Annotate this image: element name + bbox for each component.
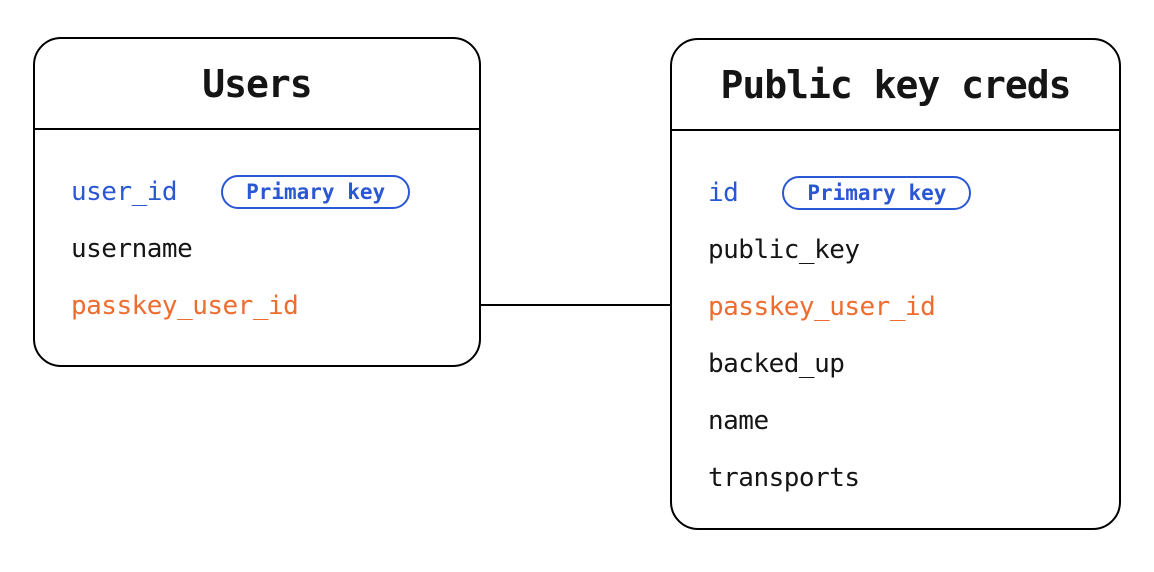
field-id: id Primary key (708, 164, 1119, 221)
field-transports: transports (708, 449, 1119, 506)
field-username: username (71, 220, 479, 277)
table-body: id Primary key public_key passkey_user_i… (672, 131, 1119, 506)
field-name: backed_up (708, 348, 845, 379)
field-name: name (708, 405, 769, 436)
table-header: Public key creds (672, 40, 1119, 131)
field-backed_up: backed_up (708, 335, 1119, 392)
primary-key-badge: Primary key (782, 175, 972, 210)
relationship-connector (479, 304, 673, 306)
field-name: id (708, 177, 739, 208)
primary-key-badge: Primary key (221, 174, 411, 209)
field-name: user_id (71, 176, 178, 207)
table-node-public-key-creds: Public key creds id Primary key public_k… (670, 38, 1121, 530)
field-name: passkey_user_id (71, 290, 299, 321)
table-header: Users (35, 39, 479, 130)
table-body: user_id Primary key username passkey_use… (35, 130, 479, 334)
field-passkey_user_id: passkey_user_id (71, 277, 479, 334)
field-name: public_key (708, 234, 860, 265)
table-title: Public key creds (720, 62, 1071, 107)
field-name: transports (708, 462, 860, 493)
table-title: Users (202, 61, 312, 106)
field-user_id: user_id Primary key (71, 163, 479, 220)
field-passkey_user_id: passkey_user_id (708, 278, 1119, 335)
field-name: username (71, 233, 193, 264)
field-name-column: name (708, 392, 1119, 449)
table-node-users: Users user_id Primary key username passk… (33, 37, 481, 367)
field-name: passkey_user_id (708, 291, 936, 322)
field-public_key: public_key (708, 221, 1119, 278)
